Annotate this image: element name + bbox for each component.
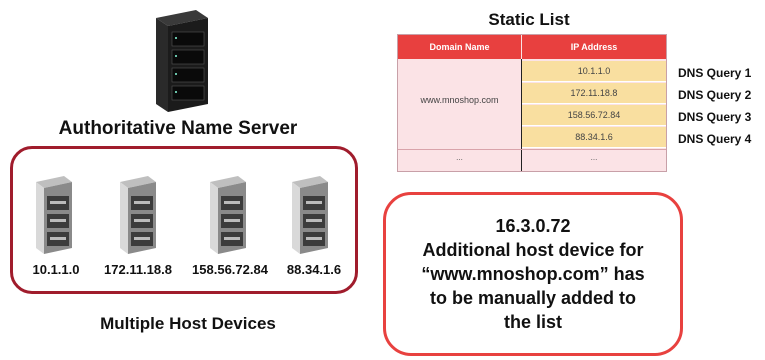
note-line: Additional host device for (422, 240, 644, 260)
ip-address-header: IP Address (522, 35, 666, 59)
host-server-icon (120, 176, 156, 254)
ip-cell: 88.34.1.6 (522, 127, 666, 148)
column-divider (521, 59, 522, 171)
static-list-title: Static List (488, 10, 570, 29)
dns-query-label: DNS Query 2 (678, 88, 752, 102)
host-devices-label: Multiple Host Devices (100, 314, 276, 333)
authoritative-server-icon (156, 10, 208, 112)
note-line: “www.mnoshop.com” has (421, 264, 645, 284)
domain-name-header: Domain Name (398, 35, 521, 59)
dns-query-label: DNS Query 4 (678, 132, 752, 146)
host-server-icon (292, 176, 328, 254)
ip-cell: 10.1.1.0 (522, 61, 666, 82)
host-server-icon (210, 176, 246, 254)
host-ip-label: 88.34.1.6 (286, 262, 342, 277)
ellipsis-cell: ... (590, 153, 598, 162)
host-devices-group (10, 146, 358, 294)
dns-query-label: DNS Query 1 (678, 66, 752, 80)
host-ip-label: 158.56.72.84 (192, 262, 268, 277)
host-ip-label: 10.1.1.0 (32, 262, 80, 277)
note-line: to be manually added to (429, 288, 637, 308)
domain-cell: www.mnoshop.com (420, 95, 499, 105)
host-server-icon (36, 176, 72, 254)
static-list-table: Domain Name IP Address www.mnoshop.com 1… (397, 34, 667, 172)
host-ip-label: 172.11.18.8 (104, 262, 172, 277)
authoritative-server-label: Authoritative Name Server (58, 118, 298, 139)
additional-host-note: 16.3.0.72 Additional host device for “ww… (383, 192, 683, 356)
note-line: the list (503, 312, 562, 332)
row-divider (398, 149, 666, 150)
note-ip: 16.3.0.72 (495, 216, 571, 236)
ip-cell: 172.11.18.8 (522, 83, 666, 104)
ellipsis-cell: ... (456, 153, 463, 162)
dns-query-label: DNS Query 3 (678, 110, 752, 124)
ip-cell: 158.56.72.84 (522, 105, 666, 126)
